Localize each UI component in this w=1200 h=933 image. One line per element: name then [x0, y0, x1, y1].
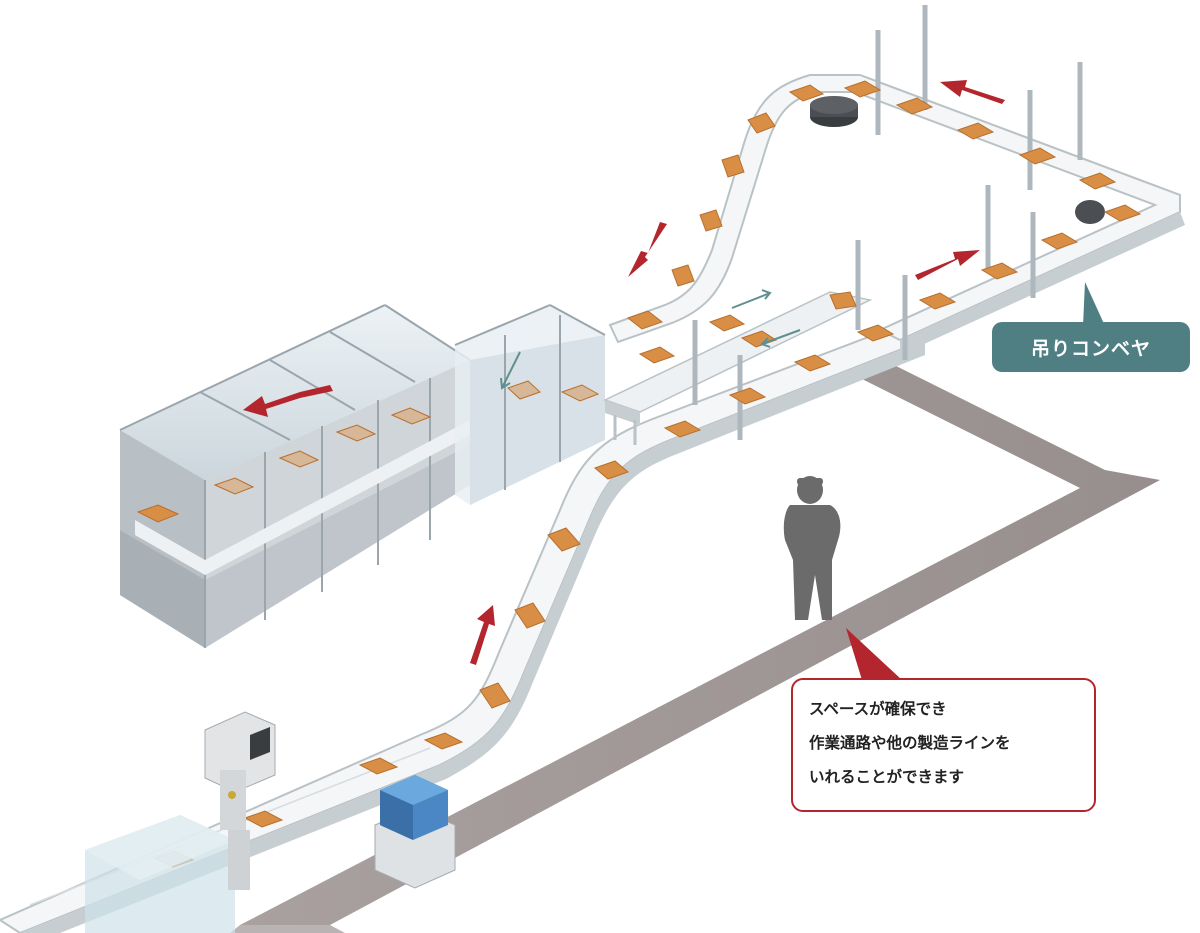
- entry-enclosure: [85, 815, 235, 933]
- blue-bin: [374, 775, 456, 889]
- worker-silhouette: [783, 476, 841, 620]
- large-enclosure: [119, 304, 471, 648]
- space-note-line-1: スペースが確保でき: [809, 700, 947, 718]
- floor-shadow: [230, 358, 1160, 933]
- direction-arrows: [243, 80, 1005, 665]
- transfer-arrows: [500, 289, 801, 390]
- control-panel: [204, 711, 276, 890]
- small-enclosure: [454, 304, 606, 505]
- space-note-line-2: 作業通路や他の製造ラインを: [809, 734, 1011, 752]
- space-note-pointer: [846, 628, 902, 680]
- conveyor-label: 吊りコンベヤ: [992, 322, 1190, 372]
- drive-motors: [810, 96, 1105, 224]
- conveyor-label-pointer: [1083, 282, 1105, 326]
- space-note-line-3: いれることができます: [809, 768, 965, 786]
- transfer-conveyor: [603, 291, 873, 445]
- space-note: スペースが確保でき 作業通路や他の製造ラインを いれることができます: [791, 678, 1096, 812]
